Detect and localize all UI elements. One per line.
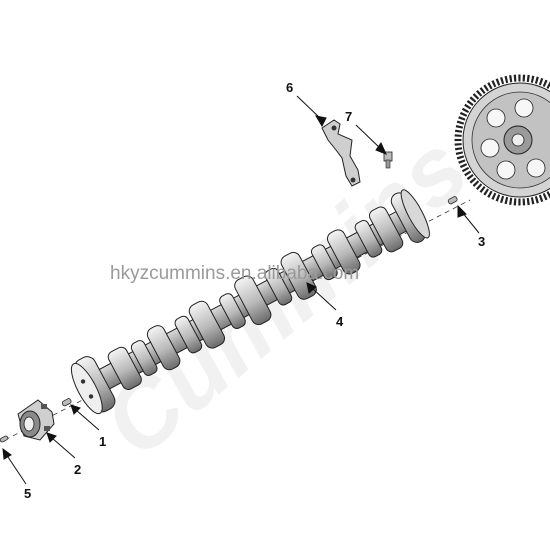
dowel-pin-part (61, 398, 72, 407)
small-pin-part (0, 435, 9, 443)
callout-4: 4 (336, 314, 344, 329)
front-cap-part (17, 399, 55, 441)
callout-2: 2 (74, 462, 81, 477)
thrust-plate-part (321, 119, 361, 187)
camshaft (70, 189, 430, 415)
cam-lobes (107, 206, 404, 390)
gear-lightening-holes (480, 98, 546, 180)
camshaft-gear (454, 74, 550, 206)
leader-lines (2, 95, 480, 485)
callout-5: 5 (24, 486, 31, 501)
watermark-url: hkyzcummins.en.alibaba.com (110, 263, 359, 284)
callout-6: 6 (286, 80, 293, 95)
capscrew-part (383, 151, 393, 169)
gear-dowel-part (447, 196, 458, 205)
callout-1: 1 (99, 434, 106, 449)
callout-3: 3 (478, 234, 485, 249)
callout-7: 7 (345, 109, 352, 124)
